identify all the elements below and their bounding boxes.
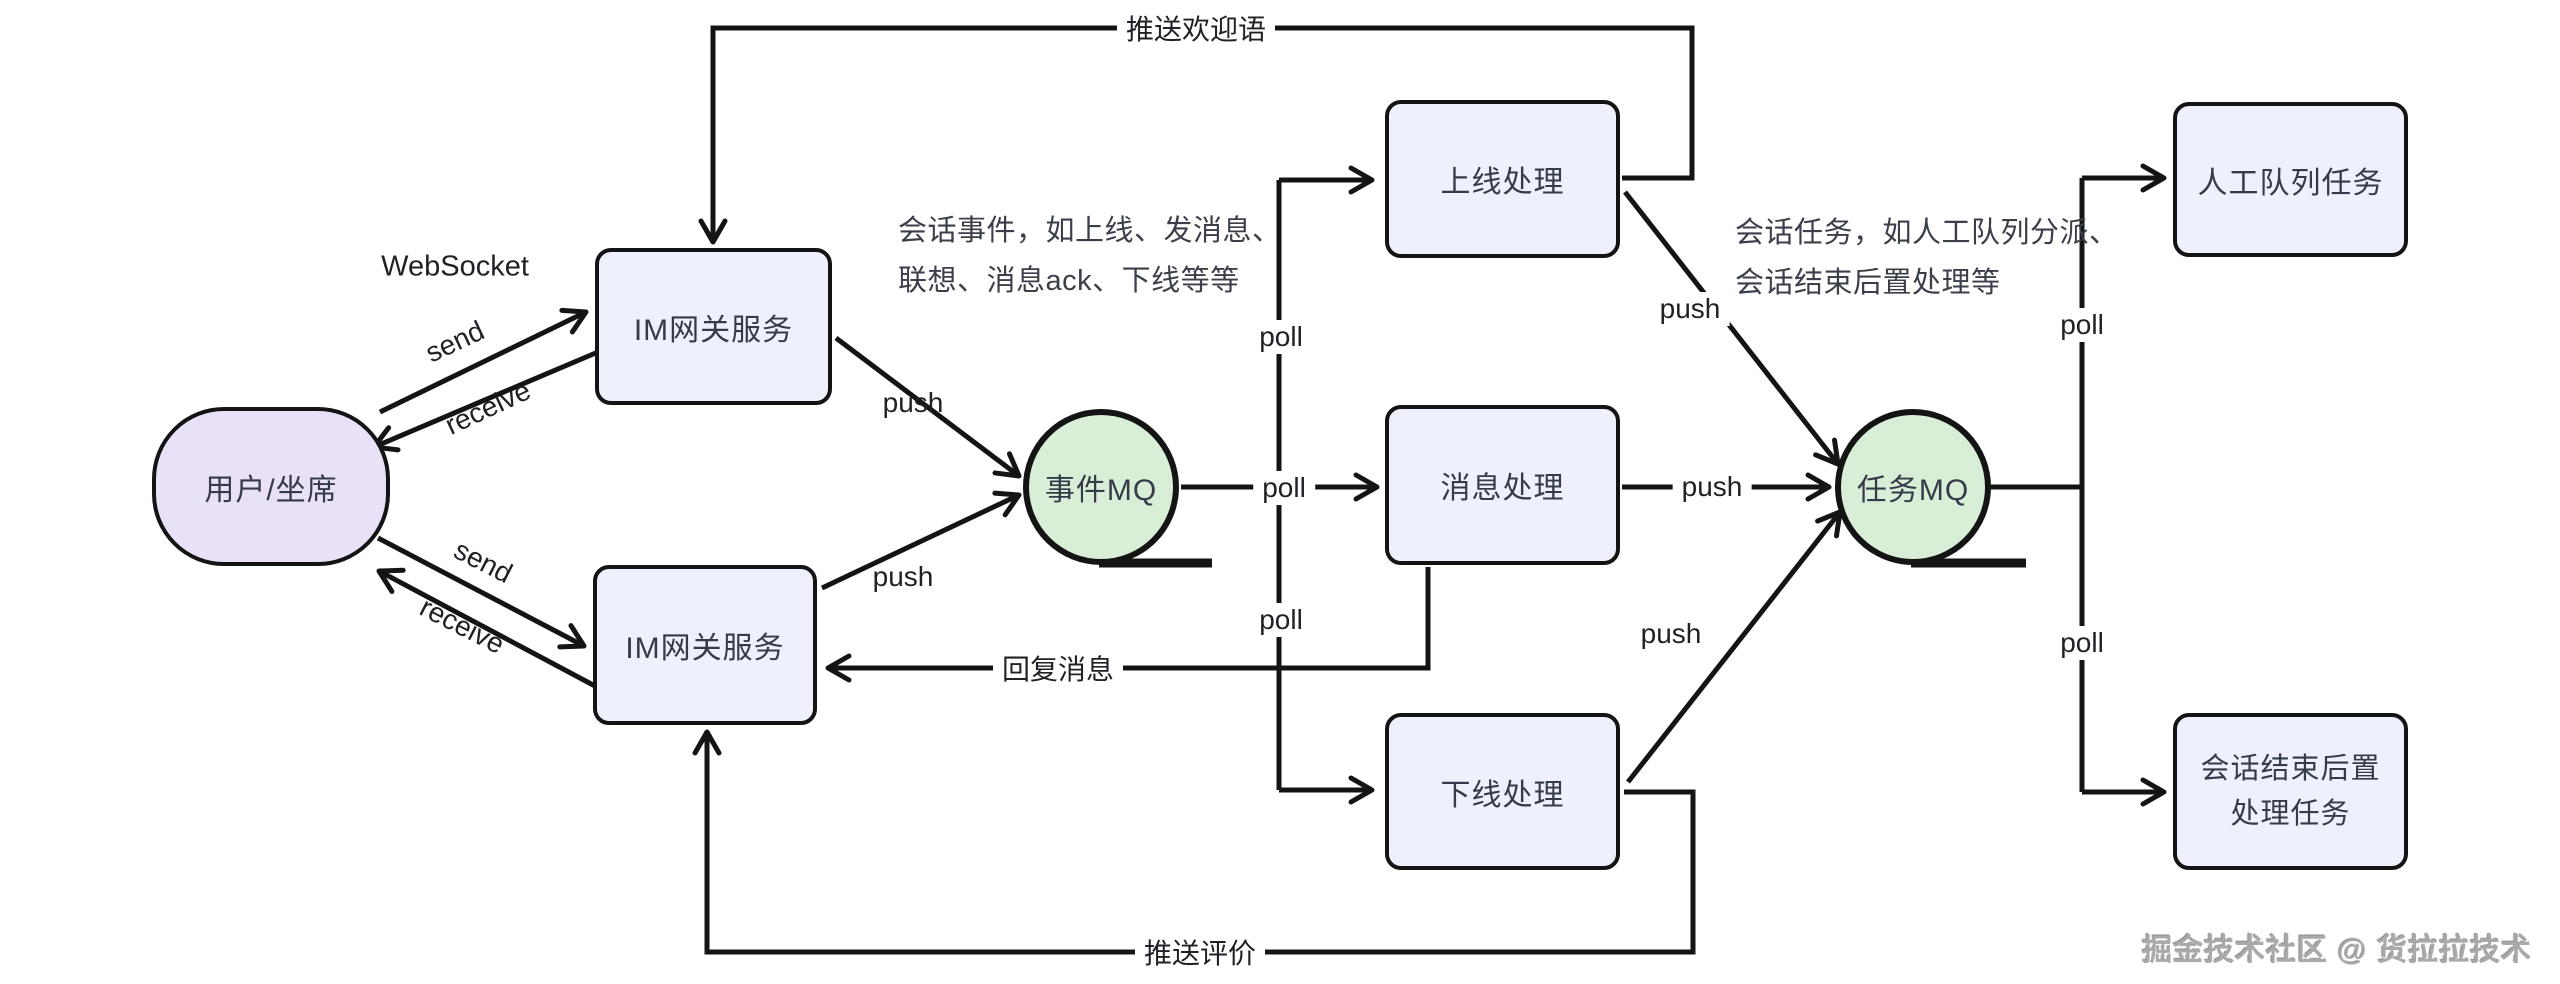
node-im-gateway-bottom: IM网关服务 bbox=[593, 565, 817, 725]
push-evaluation-label: 推送评价 bbox=[1134, 931, 1266, 973]
node-manual-queue-task: 人工队列任务 bbox=[2173, 102, 2408, 257]
edge-push-im-top bbox=[834, 336, 1022, 479]
node-event-mq: 事件MQ bbox=[1023, 409, 1179, 565]
reply-message-label: 回复消息 bbox=[992, 647, 1124, 689]
node-im-gateway-top: IM网关服务 bbox=[595, 248, 832, 405]
node-session-end-task-label: 会话结束后置处理任务 bbox=[2200, 752, 2381, 830]
task-note: 会话任务，如人工队列分派、 会话结束后置处理等 bbox=[1735, 208, 2119, 308]
event-note-line2: 联想、消息ack、下线等等 bbox=[898, 265, 1240, 297]
push-label-message: push bbox=[1672, 470, 1752, 504]
edge-send-top bbox=[378, 307, 589, 415]
websocket-label: WebSocket bbox=[381, 250, 529, 283]
node-offline-handler: 下线处理 bbox=[1385, 713, 1620, 870]
edge-push-online-diagonal bbox=[1623, 190, 1841, 467]
node-online-handler-label: 上线处理 bbox=[1440, 166, 1565, 199]
event-note: 会话事件，如上线、发消息、 联想、消息ack、下线等等 bbox=[898, 206, 1282, 306]
task-note-line1: 会话任务，如人工队列分派、 bbox=[1735, 217, 2119, 249]
node-user-agent: 用户/坐席 bbox=[152, 407, 390, 566]
node-manual-queue-task-label: 人工队列任务 bbox=[2197, 166, 2384, 200]
poll-label-message: poll bbox=[1253, 471, 1315, 505]
node-message-handler: 消息处理 bbox=[1385, 405, 1620, 565]
push-label-im-top: push bbox=[882, 387, 944, 418]
push-welcome-label: 推送欢迎语 bbox=[1116, 7, 1276, 49]
node-user-agent-label: 用户/坐席 bbox=[204, 473, 338, 507]
poll-label-offline: poll bbox=[1250, 603, 1312, 637]
edge-receive-top bbox=[371, 349, 599, 453]
edge-push-offline-diagonal bbox=[1626, 509, 1843, 784]
edge-evaluation-loop bbox=[692, 729, 1696, 955]
node-online-handler: 上线处理 bbox=[1385, 100, 1620, 258]
node-task-mq: 任务MQ bbox=[1835, 409, 1991, 565]
push-label-im-bottom: push bbox=[872, 561, 934, 592]
node-message-handler-label: 消息处理 bbox=[1440, 472, 1565, 505]
poll-label-manual: poll bbox=[2051, 308, 2113, 342]
edge-send-bottom bbox=[376, 535, 587, 650]
edge-welcome-loop bbox=[698, 25, 1695, 245]
node-im-gateway-bottom-label: IM网关服务 bbox=[625, 632, 785, 665]
node-session-end-task: 会话结束后置处理任务 bbox=[2173, 713, 2408, 870]
edge-push-im-bottom bbox=[820, 490, 1022, 591]
edge-receive-bottom bbox=[376, 567, 597, 689]
poll-label-online: poll bbox=[1250, 320, 1312, 354]
push-label-offline: push bbox=[1631, 617, 1711, 651]
push-label-online: push bbox=[1650, 292, 1730, 326]
poll-label-session-end: poll bbox=[2051, 626, 2113, 660]
task-note-line2: 会话结束后置处理等 bbox=[1735, 267, 2001, 299]
watermark: 掘金技术社区 @ 货拉拉技术 bbox=[2142, 934, 2532, 967]
event-note-line1: 会话事件，如上线、发消息、 bbox=[898, 215, 1282, 247]
node-offline-handler-label: 下线处理 bbox=[1440, 778, 1565, 812]
node-event-mq-label: 事件MQ bbox=[1044, 474, 1158, 507]
node-im-gateway-top-label: IM网关服务 bbox=[633, 313, 794, 347]
node-task-mq-label: 任务MQ bbox=[1856, 474, 1970, 507]
